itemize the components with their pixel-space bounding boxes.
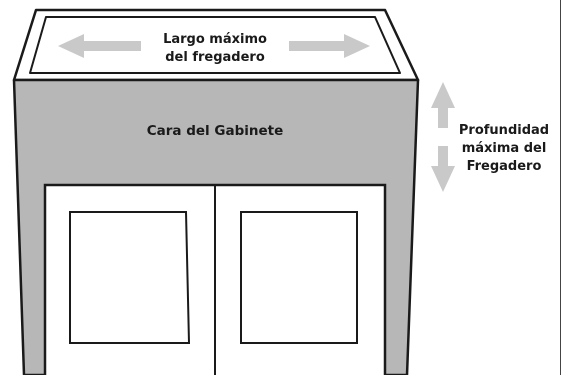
sink-width-label-line-1: Largo máximo [163, 32, 267, 47]
width-arrow-left-icon [58, 34, 141, 58]
sink-width-label: Largo máximo del fregadero [140, 31, 290, 67]
sink-depth-label-line-3: Fregadero [466, 159, 542, 174]
depth-arrow-down-icon [431, 146, 455, 192]
sink-depth-label: Profundidad máxima del Fregadero [452, 122, 556, 176]
left-door-panel [69, 211, 191, 344]
right-door-panel [240, 211, 358, 344]
depth-arrow-up-icon [431, 82, 455, 128]
sink-depth-label-line-1: Profundidad [458, 123, 550, 138]
sink-width-label-line-2: del fregadero [165, 50, 265, 65]
sink-cutout-outline [29, 16, 401, 74]
cabinet-face-label: Cara del Gabinete [146, 123, 284, 139]
sink-depth-label-line-2: máxima del [461, 141, 547, 156]
width-arrow-right-icon [289, 34, 370, 58]
